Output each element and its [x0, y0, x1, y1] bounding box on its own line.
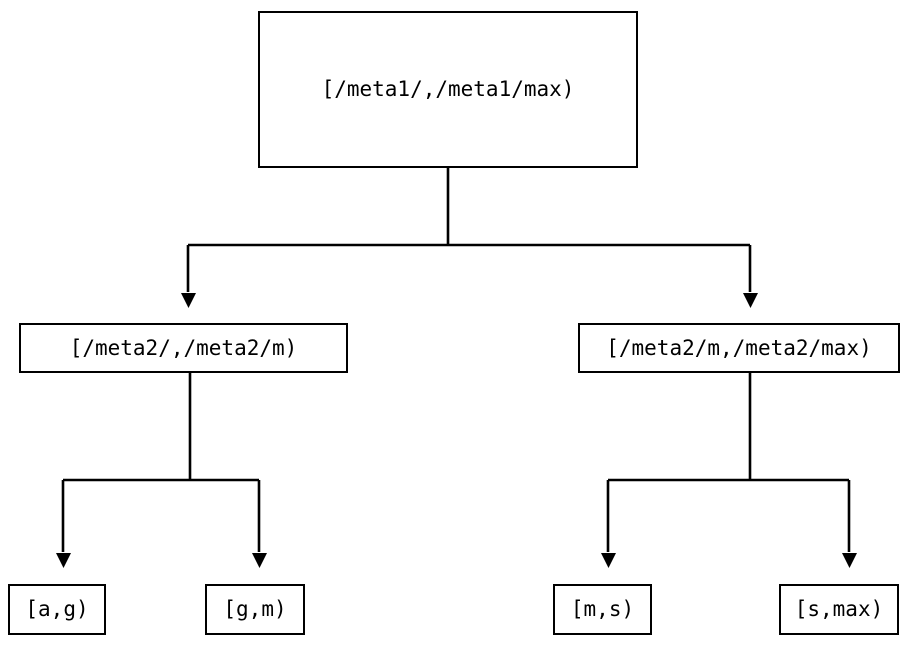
node-leaf-smax[interactable]: [s,max): [779, 584, 899, 635]
node-mid-left-label: [/meta2/,/meta2/m): [69, 335, 298, 360]
node-mid-right-label: [/meta2/m,/meta2/max): [606, 335, 872, 360]
node-root-label: [/meta1/,/meta1/max): [321, 77, 575, 101]
arrowhead-mid-right-icon: [743, 293, 758, 308]
node-leaf-ms-label: [m,s): [570, 597, 635, 621]
node-mid-right[interactable]: [/meta2/m,/meta2/max): [578, 323, 900, 373]
arrowhead-mid-left-icon: [181, 293, 196, 308]
node-mid-left[interactable]: [/meta2/,/meta2/m): [19, 323, 348, 373]
node-leaf-smax-label: [s,max): [794, 597, 884, 621]
node-leaf-gm[interactable]: [g,m): [205, 584, 305, 635]
node-leaf-ag[interactable]: [a,g): [8, 584, 106, 635]
arrowhead-leaf-ms-icon: [601, 553, 616, 568]
node-leaf-ag-label: [a,g): [25, 597, 89, 621]
node-leaf-ms[interactable]: [m,s): [553, 584, 652, 635]
arrowhead-leaf-gm-icon: [252, 553, 267, 568]
node-leaf-gm-label: [g,m): [223, 597, 287, 621]
arrowhead-leaf-ag-icon: [56, 553, 71, 568]
arrowhead-leaf-smax-icon: [842, 553, 857, 568]
node-root[interactable]: [/meta1/,/meta1/max): [258, 11, 638, 168]
